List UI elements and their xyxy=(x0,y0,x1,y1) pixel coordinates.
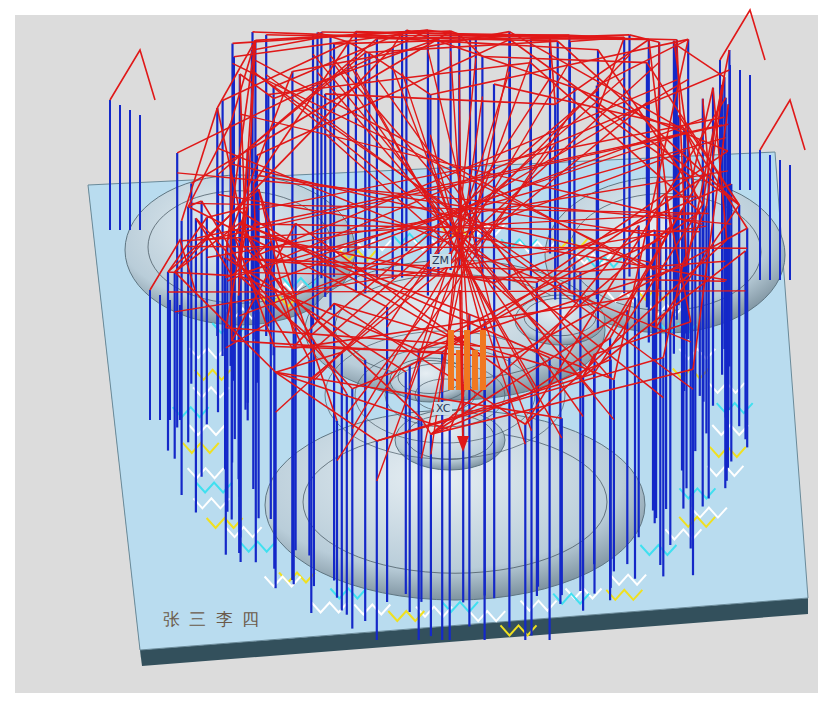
axis-label: ZM xyxy=(430,254,451,267)
axis-label: XC xyxy=(434,402,452,415)
engraved-text: 张 三 李 四 xyxy=(160,608,264,631)
